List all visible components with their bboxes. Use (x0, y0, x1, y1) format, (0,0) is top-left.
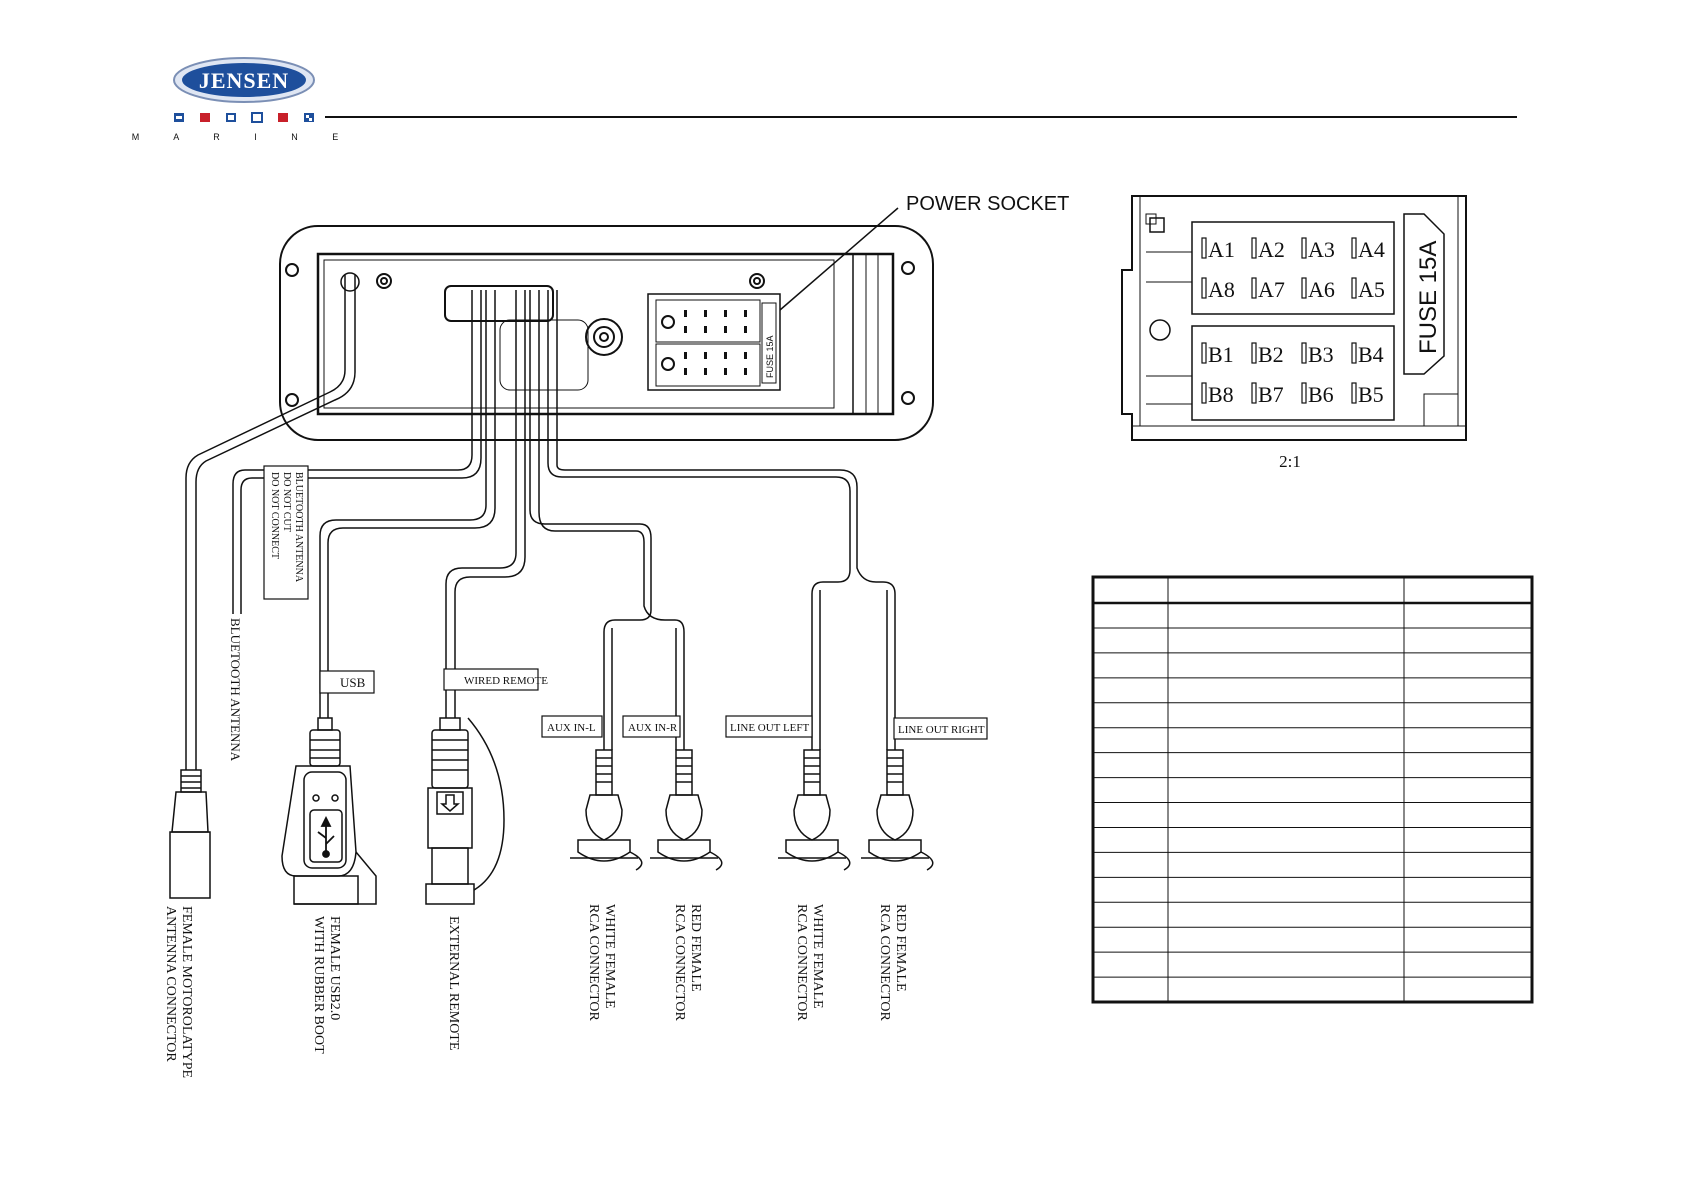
aux-in-r-tag: AUX IN-R (622, 715, 681, 738)
pin-b5: B5 (1358, 382, 1384, 407)
pin-a6: A6 (1308, 277, 1335, 302)
bluetooth-tag-line-2: DO NOT CUT (281, 472, 292, 532)
logo-subtext: M A R I N E (132, 132, 355, 142)
aux-in-l-tag-text: AUX IN-L (547, 722, 596, 734)
aux-in-l-tag: AUX IN-L (541, 715, 603, 738)
line-out-left-tag-text: LINE OUT LEFT (730, 722, 810, 734)
line-r-label-1: RED FEMALE (893, 904, 908, 992)
power-socket-block (647, 293, 781, 391)
head-unit-chassis (279, 225, 934, 441)
pin-b7: B7 (1258, 382, 1284, 407)
pin-a8: A8 (1208, 277, 1235, 302)
aux-r-label-2: RCA CONNECTOR (672, 904, 687, 1021)
line-out-right-tag: LINE OUT RIGHT (893, 717, 988, 740)
table-row-rules (1093, 627, 1532, 978)
pinout-fuse-label: FUSE 15A (1415, 241, 1442, 354)
line-out-left-tag: LINE OUT LEFT (725, 715, 813, 738)
pin-b3: B3 (1308, 342, 1334, 367)
pin-b2: B2 (1258, 342, 1284, 367)
antenna-connector (169, 769, 211, 899)
line-l-label-2: RCA CONNECTOR (794, 904, 809, 1021)
pin-b4: B4 (1358, 342, 1384, 367)
pin-markers (1201, 237, 1357, 404)
usb-connector-label-1: FEMALE USB2.0 (327, 916, 342, 1020)
pin-b6: B6 (1308, 382, 1334, 407)
antenna-connector-label-1: FEMALE MOTOROLATYPE (179, 906, 194, 1078)
rca-connector-white-line (778, 749, 851, 871)
bluetooth-tag: BLUETOOTH ANTENNA DO NOT CUT DO NOT CONN… (263, 465, 309, 600)
pin-b1: B1 (1208, 342, 1234, 367)
pinout-pin-labels: A1 A2 A3 A4 A8 A7 A6 A5 B1 B2 B3 B4 B8 B… (1208, 237, 1385, 407)
usb-tag: USB (319, 670, 375, 694)
down-arrow-icon (440, 794, 460, 812)
usb-icon (317, 815, 335, 858)
bluetooth-tag-line-3: DO NOT CONNECT (269, 472, 280, 559)
aux-l-label-1: WHITE FEMALE (602, 904, 617, 1009)
jensen-marine-logo: JENSEN M A R I N E (132, 57, 355, 142)
remote-connector (425, 717, 505, 905)
aux-l-label-2: RCA CONNECTOR (586, 904, 601, 1021)
cable-bundle (185, 272, 896, 770)
line-out-right-tag-text: LINE OUT RIGHT (898, 724, 985, 736)
usb-tag-text: USB (340, 675, 366, 690)
power-socket-leader (779, 207, 899, 311)
line-l-label-1: WHITE FEMALE (810, 904, 825, 1009)
pin-a2: A2 (1258, 237, 1285, 262)
nautical-flags (174, 112, 314, 123)
pinout-detail (1121, 195, 1467, 441)
aux-in-r-tag-text: AUX IN-R (628, 722, 678, 734)
rca-connector-red-line (861, 749, 934, 871)
pin-a4: A4 (1358, 237, 1385, 262)
bluetooth-antenna-label: BLUETOOTH ANTENNA (228, 618, 243, 762)
rca-connector-red-aux (650, 749, 723, 871)
pinout-scale: 2:1 (1279, 452, 1301, 471)
remote-connector-label: EXTERNAL REMOTE (446, 916, 461, 1050)
pin-b8: B8 (1208, 382, 1234, 407)
wired-remote-tag-text: WIRED REMOTE (464, 675, 548, 687)
logo-text: JENSEN (199, 68, 289, 93)
pin-a1: A1 (1208, 237, 1235, 262)
chassis-fuse-label: FUSE 15A (765, 335, 775, 378)
bluetooth-tag-line-1: BLUETOOTH ANTENNA (293, 472, 304, 583)
pin-a7: A7 (1258, 277, 1285, 302)
pin-a3: A3 (1308, 237, 1335, 262)
wired-remote-tag: WIRED REMOTE (443, 668, 548, 691)
power-socket-label: POWER SOCKET (906, 193, 1069, 215)
line-r-label-2: RCA CONNECTOR (877, 904, 892, 1021)
antenna-connector-label-2: ANTENNA CONNECTOR (163, 906, 178, 1062)
usb-connector (281, 717, 377, 905)
power-socket-pins (684, 310, 747, 375)
usb-connector-label-2: WITH RUBBER BOOT (311, 916, 326, 1054)
pin-a5: A5 (1358, 277, 1385, 302)
rca-connector-white-aux (570, 749, 643, 871)
wiring-table (1091, 575, 1534, 1004)
aux-r-label-1: RED FEMALE (688, 904, 703, 992)
